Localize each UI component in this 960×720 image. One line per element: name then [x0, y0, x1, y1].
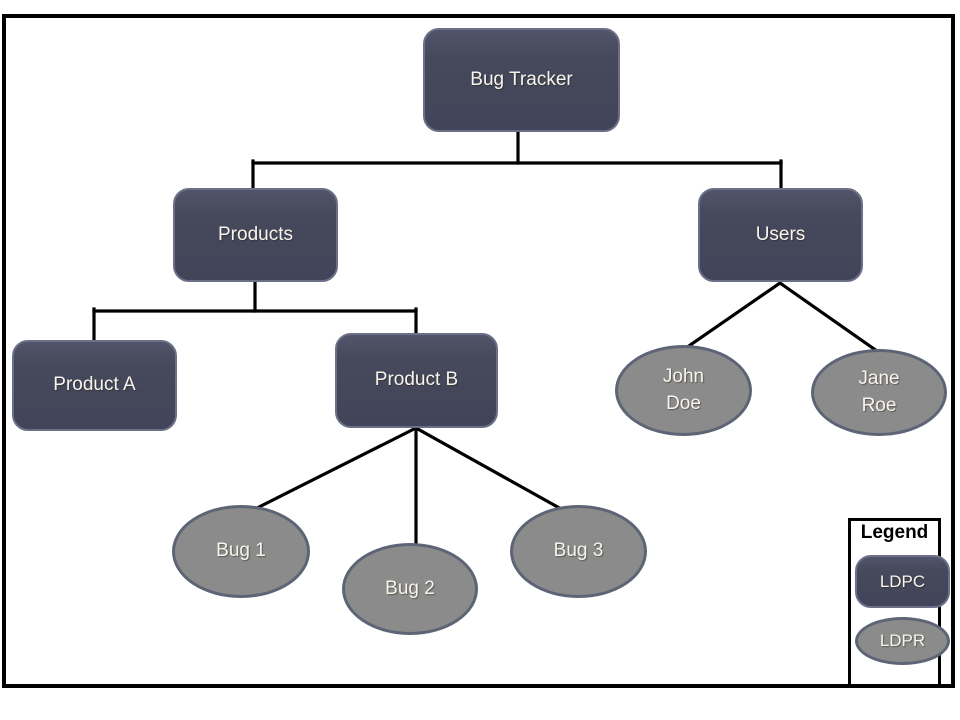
node-users: Users	[698, 188, 863, 282]
connector-users-to-janeroe	[777, 280, 880, 354]
node-jane-roe: Jane Roe	[811, 349, 947, 436]
node-bug-3: Bug 3	[510, 505, 647, 598]
connector-users-to-johndoe	[680, 280, 783, 353]
legend-title: Legend	[860, 522, 929, 543]
connector-productb-to-bug1	[248, 425, 419, 514]
node-bug-1: Bug 1	[172, 505, 310, 598]
diagram-frame	[2, 14, 955, 688]
node-product-b: Product B	[335, 333, 498, 428]
node-bug-2: Bug 2	[342, 543, 478, 635]
node-product-a: Product A	[12, 340, 177, 431]
node-john-doe: John Doe	[615, 345, 752, 436]
connector-productb-to-bug3	[413, 425, 566, 513]
node-products: Products	[173, 188, 338, 282]
legend-rect-sample: LDPC	[855, 555, 950, 608]
legend-ellipse-sample: LDPR	[855, 617, 950, 665]
node-bug-tracker: Bug Tracker	[423, 28, 620, 132]
